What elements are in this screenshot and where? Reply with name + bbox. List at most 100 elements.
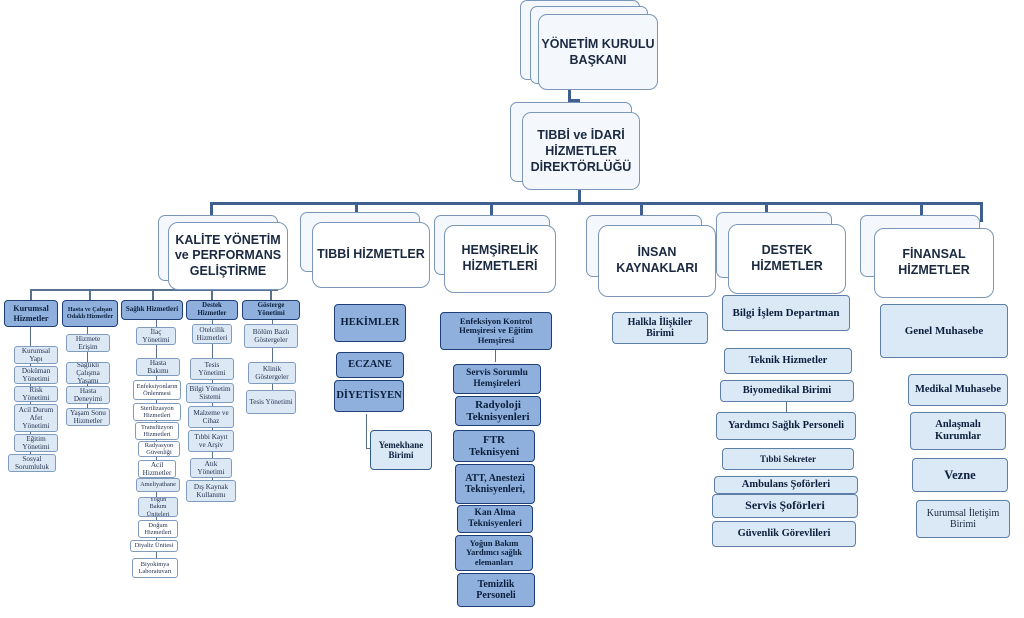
item-label: Tıbbi Kayıt ve Arşiv (194, 432, 228, 449)
item-label: ECZANE (348, 359, 392, 371)
group-label: Sağlık Hizmetleri (125, 305, 179, 314)
quality-item: Hasta Deneyimi (66, 386, 110, 404)
connector-line (568, 90, 571, 102)
item-label: Risk Yönetimi (22, 386, 50, 402)
dept-nursing-label: HEMŞİRELİK HİZMETLERİ (461, 243, 539, 273)
connector-line (210, 202, 213, 216)
dept-quality: KALİTE YÖNETİM ve PERFORMANS GELİŞTİRME (168, 222, 288, 290)
item-label: Anlaşmalı Kurumlar (934, 419, 982, 442)
medical-item-eczane: ECZANE (336, 352, 404, 378)
nursing-item: Yoğun Bakım Yardımcı sağlık elemanları (455, 535, 533, 571)
connector-line (152, 289, 154, 301)
item-label: Enfeksiyonların Önlenmesi (136, 382, 178, 397)
item-label: Diyaliz Ünitesi (134, 542, 174, 550)
quality-item: Eğitim Yönetimi (14, 434, 58, 452)
quality-group-destek: Destek Hizmetler (186, 300, 238, 320)
connector-line (578, 180, 581, 204)
quality-group-kurumsal: Kurumsal Hizmetler (4, 300, 58, 327)
quality-item: Tıbbi Kayıt ve Arşiv (188, 430, 234, 452)
quality-item: Sterilizasyon Hizmetleri (133, 403, 181, 421)
ceo-box: YÖNETİM KURULU BAŞKANI (538, 14, 658, 90)
nursing-item: Radyoloji Teknisyenleri (455, 396, 541, 426)
quality-item: İlaç Yönetimi (136, 327, 176, 345)
item-label: Teknik Hizmetler (748, 355, 828, 367)
quality-item: Otelcilik Hizmetleri (192, 324, 232, 344)
finance-item: Genel Muhasebe (880, 304, 1008, 358)
connector-line (210, 202, 980, 205)
item-label: Kurumsal İletişim Birimi (926, 507, 1000, 530)
connector-line (640, 202, 643, 216)
support-item: Bilgi İşlem Departman (722, 295, 850, 331)
connector-line (30, 289, 278, 291)
quality-item: Dış Kaynak Kullanımı (186, 480, 236, 502)
quality-item: Radyasyon Güvenliği (138, 441, 180, 457)
item-label: Servis Şoförleri (745, 498, 825, 513)
quality-item: Acil Durum Afet Yönetimi (14, 404, 58, 432)
quality-item: Hasta Bakımı (136, 358, 180, 376)
item-label: Tesis Yönetimi (249, 397, 293, 406)
item-label: Yaşam Sonu Hizmetler (70, 408, 106, 425)
item-label: Sağlıklı Çalışma Yaşamı (76, 362, 100, 384)
item-label: Doğum Hizmetleri (144, 521, 172, 536)
quality-item: Kurumsal Yapı (14, 346, 58, 364)
dept-medical: TIBBİ HİZMETLER (312, 222, 430, 288)
item-label: Eğitim Yönetimi (22, 434, 50, 451)
item-label: Atık Yönetimi (197, 459, 225, 476)
item-label: Biyokimya Laboratuvarı (138, 560, 172, 575)
connector-line (495, 350, 496, 362)
support-item: Ambulans Şoförleri (714, 476, 858, 494)
finance-item: Vezne (912, 458, 1008, 492)
connector-line (89, 289, 91, 301)
support-item: Servis Şoförleri (712, 494, 858, 518)
connector-line (765, 202, 768, 216)
dept-finance-label: FİNANSAL HİZMETLER (898, 247, 970, 277)
connector-line (211, 289, 213, 301)
nursing-item: Temizlik Personeli (457, 573, 535, 607)
item-label: Hasta Bakımı (147, 358, 169, 375)
item-label: Hizmete Erişim (75, 334, 101, 351)
finance-item: Kurumsal İletişim Birimi (916, 500, 1010, 538)
item-label: Vezne (944, 468, 976, 482)
item-label: Acil Durum Afet Yönetimi (18, 405, 54, 431)
quality-group-hasta: Hasta ve Çalışan Odaklı Hizmetler (62, 300, 118, 327)
medical-item-yemekhane: Yemekhane Birimi (370, 430, 432, 470)
quality-item: Doğum Hizmetleri (138, 520, 178, 538)
item-label: Tesis Yönetimi (198, 360, 226, 377)
quality-item: Klinik Göstergeler (248, 362, 296, 384)
finance-item: Medikal Muhasebe (908, 374, 1008, 406)
quality-item: Sosyal Sorumluluk (8, 454, 56, 472)
item-label: HEKİMLER (340, 317, 400, 329)
quality-item: Risk Yönetimi (14, 386, 58, 402)
support-item: Yardımcı Sağlık Personeli (716, 412, 856, 440)
item-label: Tıbbi Sekreter (759, 453, 817, 464)
support-item: Biyomedikal Birimi (720, 380, 854, 402)
item-label: Otelcilik Hizmetleri (196, 325, 228, 342)
nursing-item: ATT, Anestezi Teknisyenleri, (455, 464, 535, 504)
item-label: Enfeksiyon Kontrol Hemşiresi ve Eğitim H… (459, 315, 533, 345)
connector-line (490, 202, 493, 216)
group-label: Hasta ve Çalışan Odaklı Hizmetler (66, 305, 114, 320)
support-item: Güvenlik Görevlileri (712, 521, 856, 547)
dept-nursing: HEMŞİRELİK HİZMETLERİ (444, 225, 556, 293)
item-label: Sterilizasyon Hizmetleri (140, 404, 174, 419)
quality-item: Hizmete Erişim (66, 334, 110, 352)
quality-group-saglik: Sağlık Hizmetleri (121, 300, 183, 320)
quality-item: Yaşam Sonu Hizmetler (66, 408, 110, 426)
item-label: Bölüm Bazlı Göstergeler (252, 327, 290, 344)
medical-item-diyetisyen: DİYETİSYEN (334, 380, 404, 412)
quality-item: Diyaliz Ünitesi (130, 540, 178, 552)
item-label: Radyoloji Teknisyenleri (466, 398, 530, 423)
quality-item: Bilgi Yönetim Sistemi (186, 383, 234, 403)
quality-item: Acil Hizmetler (138, 460, 176, 478)
item-label: Medikal Muhasebe (914, 384, 1002, 396)
quality-item: Malzeme ve Cihaz (188, 406, 234, 428)
item-label: Yemekhane Birimi (378, 439, 424, 460)
connector-line (272, 320, 273, 400)
item-label: Biyomedikal Birimi (742, 385, 832, 397)
connector-line (980, 202, 983, 222)
dept-quality-label: KALİTE YÖNETİM ve PERFORMANS GELİŞTİRME (174, 232, 282, 278)
support-item: Teknik Hizmetler (724, 348, 852, 374)
item-label: ATT, Anestezi Teknisyenleri, (465, 472, 525, 495)
dept-support: DESTEK HİZMETLER (728, 224, 846, 294)
director-box: TIBBİ ve İDARİ HİZMETLER DİREKTÖRLÜĞÜ (522, 112, 640, 190)
